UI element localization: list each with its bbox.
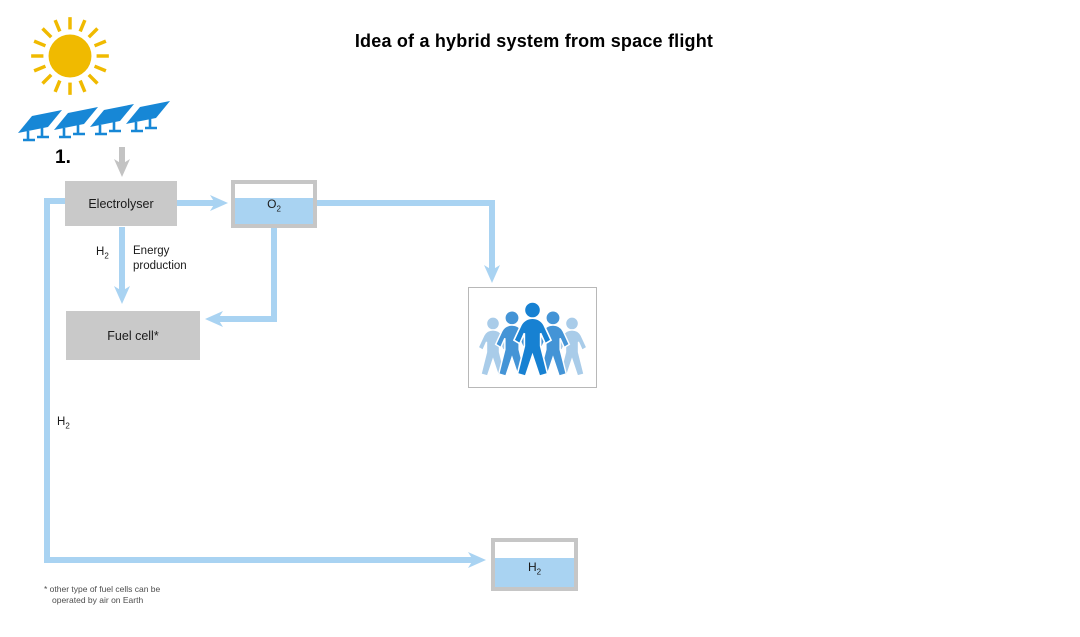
energy-production-label: Energy production	[133, 245, 187, 272]
h2-edge-label: H2	[96, 246, 109, 261]
footnote-line-2: operated by air on Earth	[52, 595, 144, 606]
sun-core	[48, 34, 92, 78]
solar-panel	[18, 110, 62, 142]
solar-panel	[90, 104, 134, 136]
footnote: * other type of fuel cells can be operat…	[44, 584, 160, 607]
person-center	[513, 301, 552, 377]
h2-tank: H2	[491, 538, 578, 591]
sun-icon	[31, 17, 109, 95]
fuel-cell-box: Fuel cell*	[66, 311, 200, 360]
h2-loop-label: H2	[57, 416, 70, 431]
o2-tank: O2	[231, 180, 317, 228]
step-label: 1.	[55, 147, 71, 168]
solar-panels-icon	[18, 101, 170, 142]
people-group-icon	[477, 301, 588, 377]
o2-tank-label: O2	[267, 197, 281, 214]
edge-o2-tank-to-people	[313, 200, 500, 283]
fuel-cell-label: Fuel cell*	[107, 328, 159, 343]
electrolyser-box: Electrolyser	[65, 181, 177, 226]
edge-h2-loop-to-h2-tank	[44, 198, 486, 568]
h2-tank-fill	[495, 558, 574, 587]
solar-panel	[54, 107, 98, 139]
footnote-line-1: * other type of fuel cells can be	[44, 584, 161, 594]
people-box	[468, 287, 597, 388]
sun-rays	[31, 17, 109, 95]
h2-tank-label: H2	[527, 560, 542, 577]
solar-panel	[126, 101, 170, 133]
electrolyser-label: Electrolyser	[88, 196, 154, 211]
page-title: Idea of a hybrid system from space fligh…	[354, 31, 714, 51]
edge-o2-tank-to-fuel-cell	[205, 226, 277, 327]
